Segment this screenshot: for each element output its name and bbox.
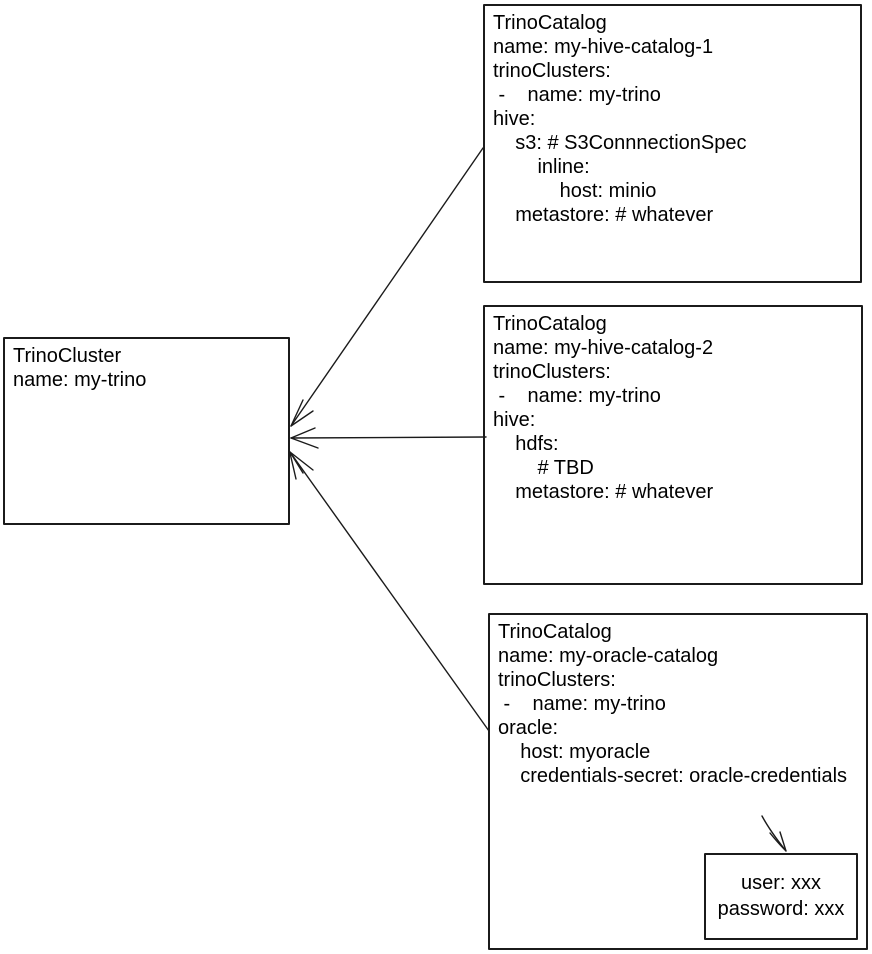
trino-catalog-oracle-text: TrinoCatalog name: my-oracle-catalog tri… [498,621,848,787]
connector-line-catalog-1 [290,147,484,427]
oracle-credentials-secret-text: user: xxx password: xxx [717,872,845,920]
trino-catalog-box-hive-2: TrinoCatalog name: my-hive-catalog-2 tri… [483,305,863,585]
trino-catalog-hive-2-text: TrinoCatalog name: my-hive-catalog-2 tri… [493,313,714,503]
connector-line-catalog-3 [289,451,490,732]
arrowhead-icon-catalog-2 [290,427,319,449]
trino-catalog-hive-1-text: TrinoCatalog name: my-hive-catalog-1 tri… [493,12,747,226]
trino-cluster-text: TrinoCluster name: my-trino [13,345,147,391]
connector-line-catalog-2 [290,436,487,439]
trino-catalog-box-hive-1: TrinoCatalog name: my-hive-catalog-1 tri… [483,4,862,283]
arrowhead-icon-catalog-3 [289,451,314,480]
trino-catalog-box-oracle: TrinoCatalog name: my-oracle-catalog tri… [488,613,868,950]
trino-cluster-box: TrinoCluster name: my-trino [3,337,290,525]
arrowhead-icon-catalog-1 [290,399,314,427]
oracle-credentials-secret-box: user: xxx password: xxx [704,853,858,940]
